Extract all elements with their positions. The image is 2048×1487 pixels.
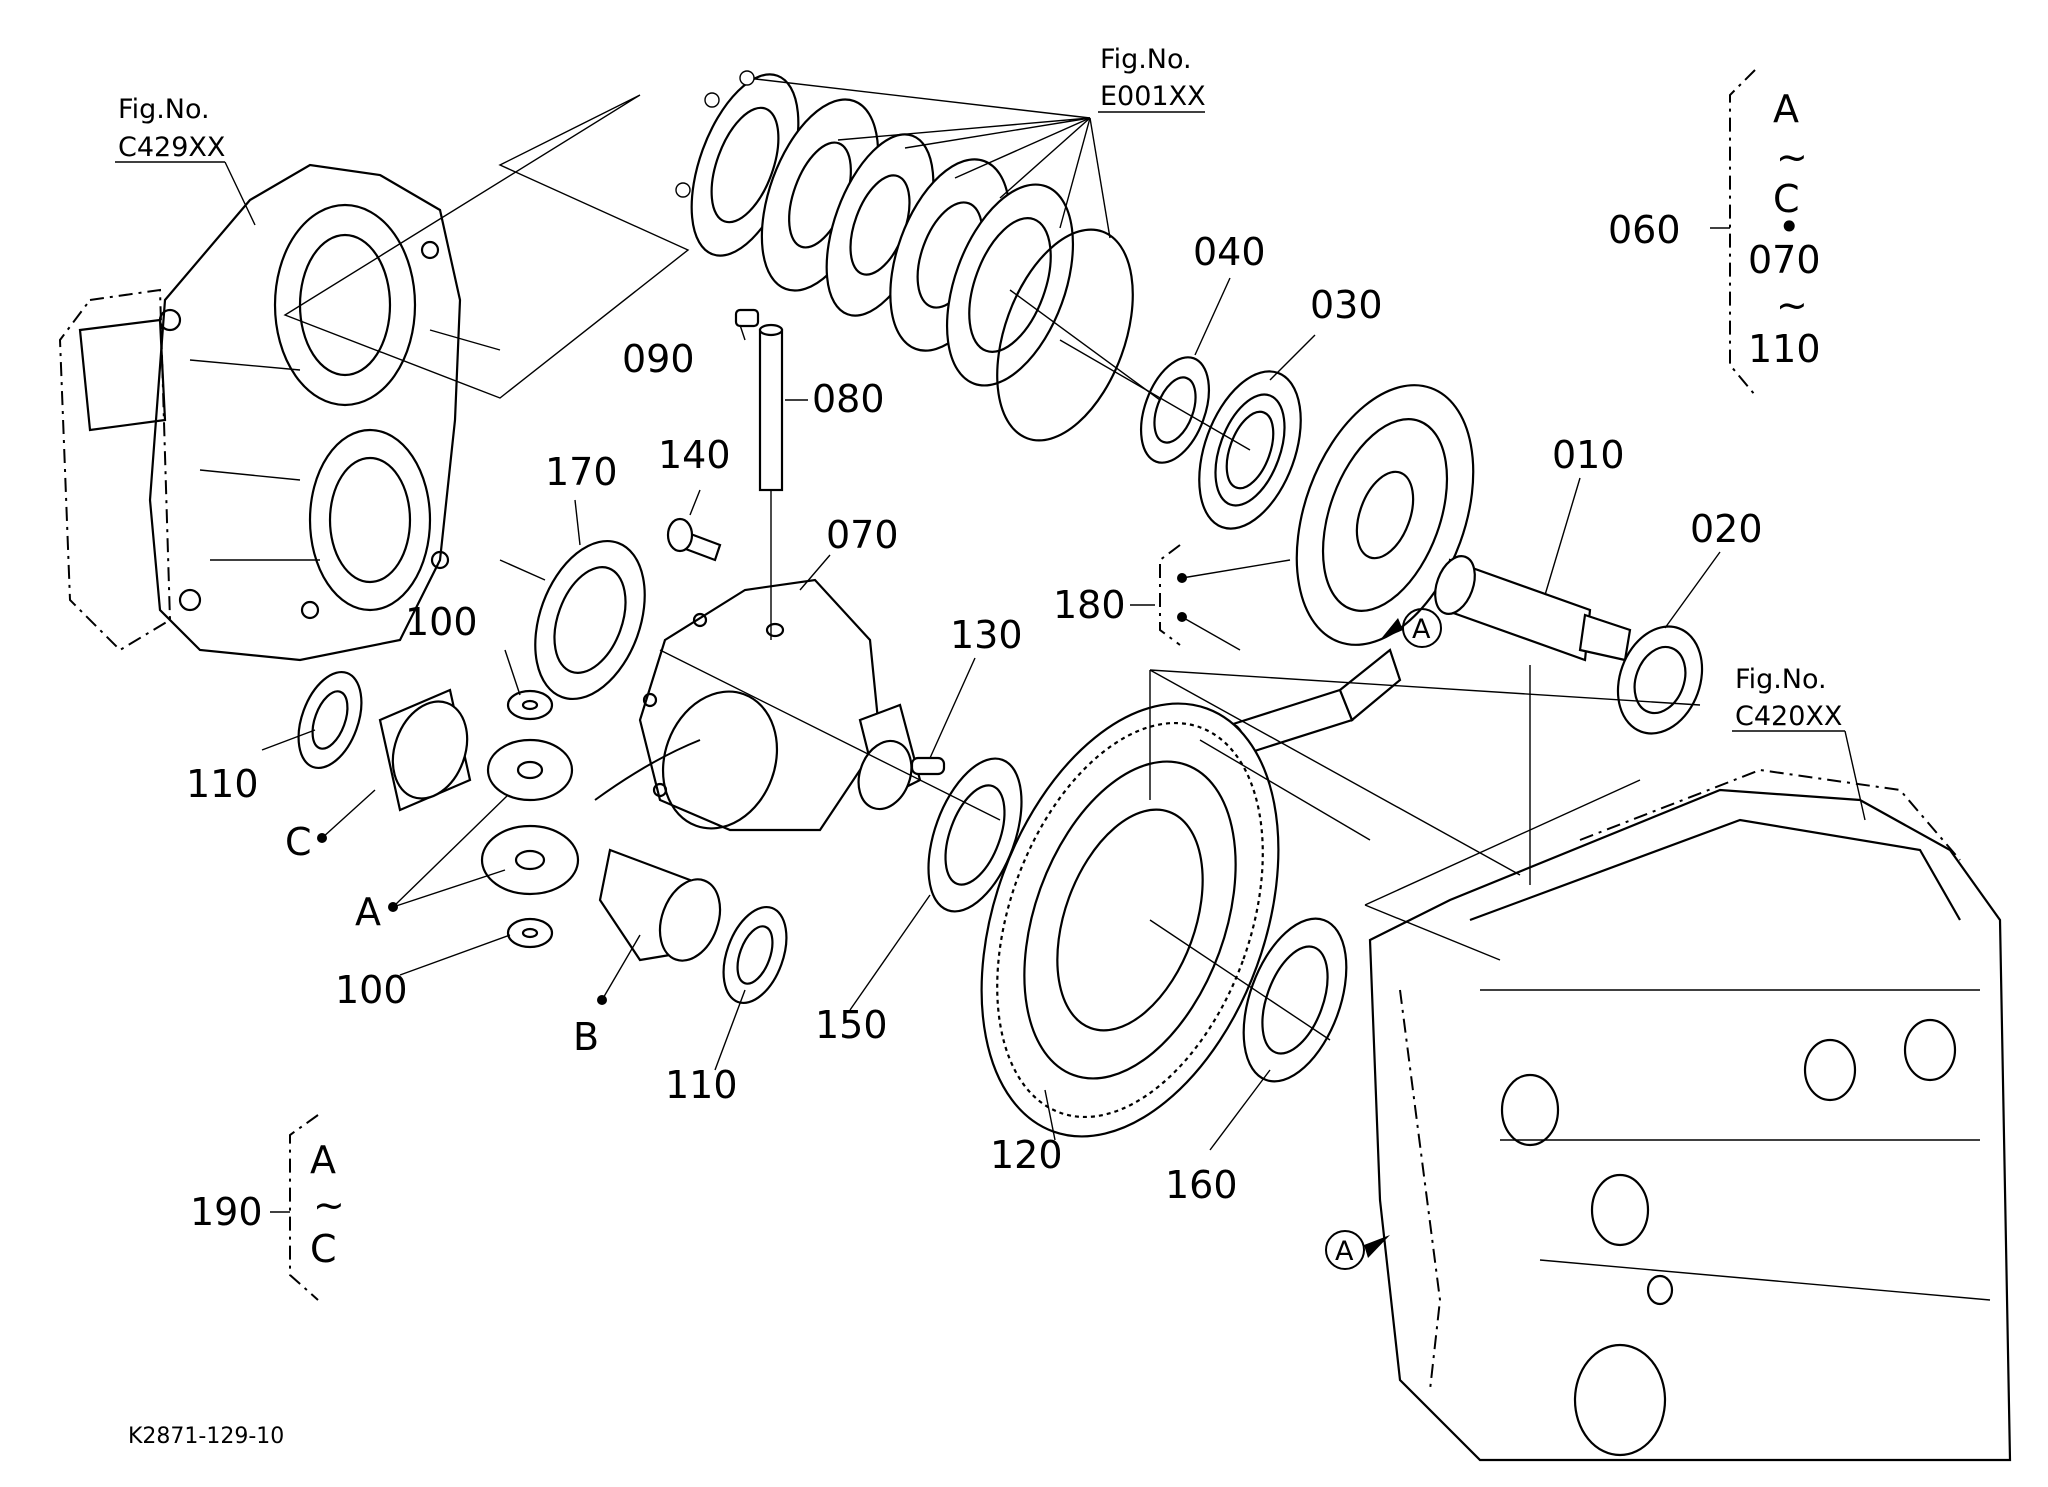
set-060-line-1: A <box>1773 87 1799 131</box>
callout-circle-a-bottom: A <box>1325 1230 1390 1270</box>
callout-letter-b: B <box>573 1015 599 1059</box>
callout-a: A <box>355 794 509 934</box>
pinion-gear-a-bottom <box>480 824 580 896</box>
callout-circle-a-top: A <box>1380 608 1442 648</box>
part-label-110-left: 110 <box>186 762 259 806</box>
bearing-170 <box>534 539 646 701</box>
shaft-080 <box>734 308 784 492</box>
washer-110-right <box>722 905 788 1005</box>
bolt-140 <box>666 517 722 562</box>
callout-c: C <box>285 789 376 864</box>
side-gear-b <box>598 848 722 962</box>
fig-e001-leaders <box>675 70 1111 239</box>
part-label-040: 040 <box>1193 230 1266 274</box>
part-label-110-right: 110 <box>665 1063 738 1107</box>
right-housing <box>1368 768 2012 1462</box>
pinion-shaft-010 <box>1434 555 1632 662</box>
set-190-line-2: ~ <box>313 1183 345 1227</box>
part-label-030: 030 <box>1310 283 1383 327</box>
part-leaders <box>261 277 1721 1151</box>
part-label-190: 190 <box>190 1190 263 1234</box>
part-label-140: 140 <box>658 433 731 477</box>
clutch-pack <box>690 73 1134 442</box>
side-gear-c <box>378 688 472 812</box>
callout-letter-c: C <box>285 820 312 864</box>
pinion-gear-a-top <box>486 738 574 802</box>
guide-lines <box>429 289 1701 1041</box>
set-060-line-3: C <box>1773 177 1800 221</box>
part-label-020: 020 <box>1690 507 1763 551</box>
set-190-bracket: 190 A ~ C <box>190 1114 345 1301</box>
fig-ref-right-code: C420XX <box>1735 701 1842 732</box>
washer-100-bottom <box>506 917 554 949</box>
bevel-gear <box>1295 384 1475 646</box>
callout-b: B <box>573 934 641 1059</box>
callout-180-dots <box>1130 544 1291 651</box>
pin-130 <box>910 756 946 776</box>
set-060-line-6: ~ <box>1776 283 1808 327</box>
part-label-100-top: 100 <box>405 600 478 644</box>
document-code: K2871-129-10 <box>128 1424 284 1449</box>
part-label-060: 060 <box>1608 208 1681 252</box>
washer-100-top <box>506 689 554 721</box>
fig-ref-top-code: E001XX <box>1100 81 1206 112</box>
part-label-160: 160 <box>1165 1163 1238 1207</box>
set-060-bracket: 060 A ~ C • 070 ~ 110 <box>1608 69 1821 396</box>
bearing-160 <box>1242 917 1348 1083</box>
left-housing <box>58 163 462 662</box>
part-label-010: 010 <box>1552 433 1625 477</box>
part-label-080: 080 <box>812 377 885 421</box>
bearing-150 <box>927 757 1023 913</box>
part-label-070: 070 <box>826 513 899 557</box>
set-190-line-3: C <box>310 1227 337 1271</box>
set-060-line-2: ~ <box>1776 135 1808 179</box>
part-label-120: 120 <box>990 1133 1063 1177</box>
fig-ref-left-code: C429XX <box>118 132 225 163</box>
part-label-180: 180 <box>1053 583 1126 627</box>
bearing-020 <box>1616 625 1704 735</box>
part-label-150: 150 <box>815 1003 888 1047</box>
set-060-line-5: 070 <box>1748 238 1821 282</box>
washer-110-left <box>297 670 363 770</box>
circle-a-top-letter: A <box>1412 614 1431 645</box>
set-060-line-4: • <box>1778 205 1800 249</box>
fig-ref-left-prefix: Fig.No. <box>118 94 210 125</box>
part-label-100-bottom: 100 <box>335 968 408 1012</box>
part-label-090: 090 <box>622 337 695 381</box>
fig-ref-right-prefix: Fig.No. <box>1735 664 1827 695</box>
part-label-170: 170 <box>545 450 618 494</box>
differential-case-070 <box>594 578 922 832</box>
washer-040 <box>1140 356 1210 464</box>
set-060-line-7: 110 <box>1748 327 1821 371</box>
set-190-line-1: A <box>310 1138 336 1182</box>
part-label-130: 130 <box>950 613 1023 657</box>
fig-ref-top-prefix: Fig.No. <box>1100 44 1192 75</box>
callout-letter-a: A <box>355 890 381 934</box>
circle-a-bottom-letter: A <box>1335 1236 1354 1267</box>
